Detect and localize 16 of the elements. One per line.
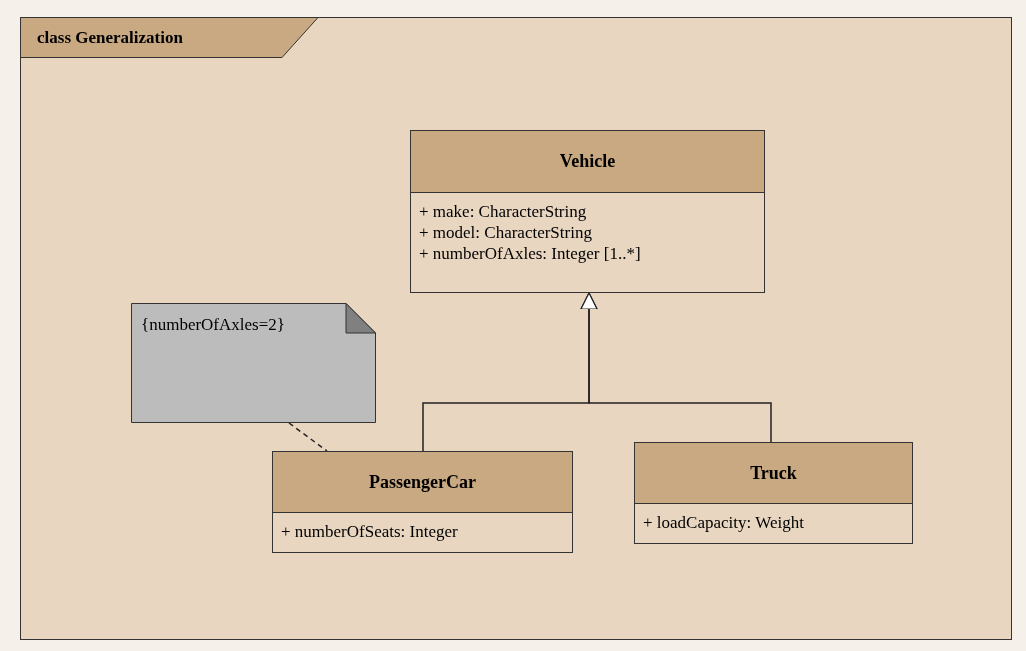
class-name-header: PassengerCar <box>273 452 572 513</box>
class-box <box>272 451 573 553</box>
class-name-header: Truck <box>635 443 912 504</box>
class-box <box>410 130 765 293</box>
class-name-header: Vehicle <box>411 131 764 193</box>
note-connector <box>288 422 328 452</box>
frame-title: class Generalization <box>37 28 183 48</box>
attribute-text: + loadCapacity: Weight <box>642 512 805 533</box>
generalization-arrow <box>580 292 772 443</box>
note-text: {numberOfAxles=2} <box>141 315 285 335</box>
attribute-text: + numberOfAxles: Integer [1..*] <box>418 243 642 264</box>
attribute-text: + model: CharacterString <box>418 222 593 243</box>
attribute-text: + make: CharacterString <box>418 201 588 222</box>
diagram-frame <box>20 17 1012 640</box>
attribute-text: + numberOfSeats: Integer <box>280 521 459 542</box>
class-box <box>634 442 913 544</box>
